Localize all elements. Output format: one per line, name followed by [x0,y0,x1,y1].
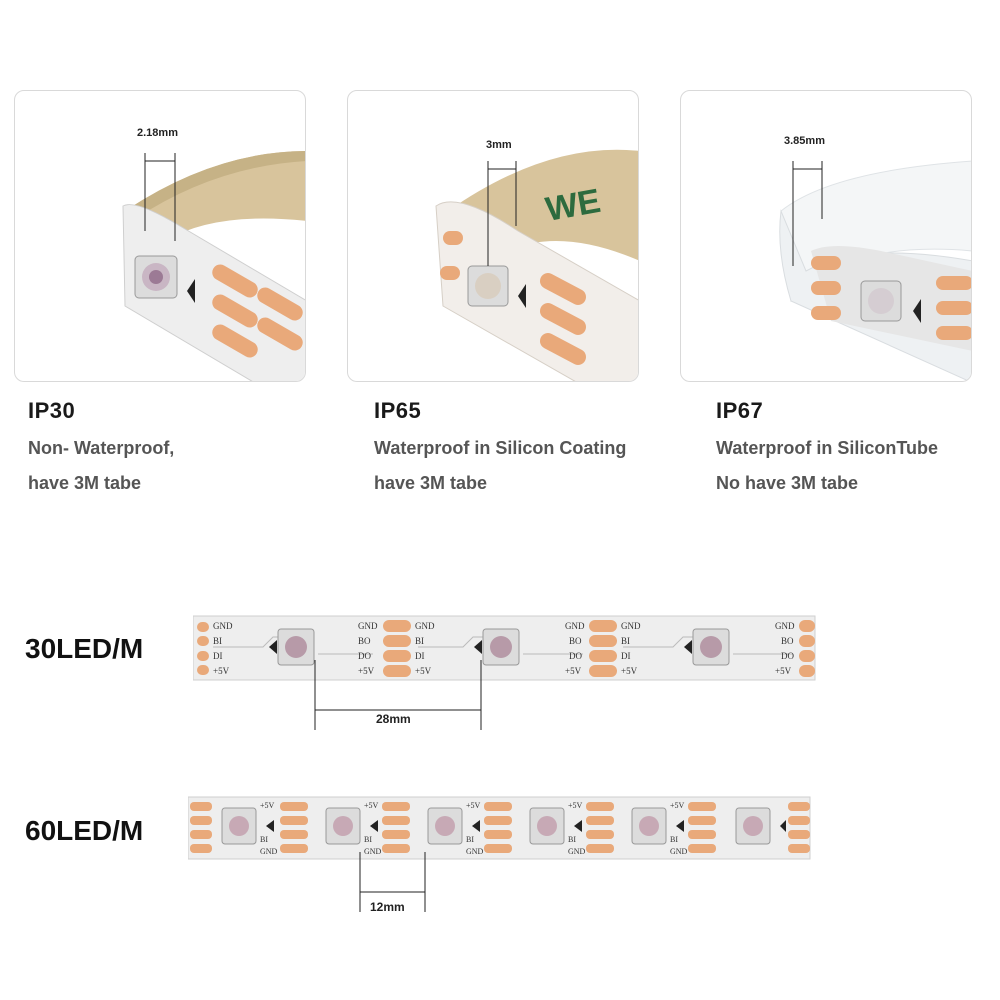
svg-text:+5V: +5V [415,666,432,676]
strip-30-illustration: GND BI DI +5V GND BO DO +5V GND BI DI +5V GND BO DO… [193,615,816,681]
svg-text:BI: BI [213,636,222,646]
ip65-strip-illustration: WE [435,149,638,381]
ip67-strip-illustration [779,160,971,381]
svg-text:+5V: +5V [670,801,685,810]
svg-text:BI: BI [364,835,372,844]
svg-text:DI: DI [415,651,425,661]
ip65-desc-line1: Waterproof in Silicon Coating [374,438,627,458]
svg-text:BI: BI [568,835,576,844]
svg-text:GND: GND [621,621,641,631]
svg-text:+5V: +5V [565,666,582,676]
svg-text:GND: GND [358,621,378,631]
thickness-label: 2.18mm [137,127,178,139]
svg-text:GND: GND [415,621,435,631]
svg-text:GND: GND [565,621,585,631]
ip67-image-card: 3.85mm [680,90,972,382]
svg-text:DO: DO [781,651,794,661]
svg-text:+5V: +5V [621,666,638,676]
svg-text:+5V: +5V [260,801,275,810]
ip30-title: IP30 [28,398,76,423]
ip65-image-card: WE 3mm [347,90,639,382]
spacing-60-label: 12mm [370,900,405,914]
svg-text:DO: DO [358,651,371,661]
svg-text:GND: GND [260,847,278,856]
ip30-desc-line1: Non- Waterproof, [28,438,175,458]
ip30-image-card: 2.18mm [14,90,306,382]
spacing-30-label: 28mm [376,712,411,726]
svg-text:+5V: +5V [364,801,379,810]
svg-text:DI: DI [621,651,631,661]
svg-text:GND: GND [670,847,688,856]
svg-text:DO: DO [569,651,582,661]
density-60-label: 60LED/M [25,815,144,846]
svg-text:GND: GND [568,847,586,856]
svg-text:+5V: +5V [466,801,481,810]
svg-text:BI: BI [621,636,630,646]
svg-text:GND: GND [775,621,795,631]
svg-text:GND: GND [466,847,484,856]
svg-text:BI: BI [466,835,474,844]
density-30-label: 30LED/M [25,633,144,664]
ip67-desc-line2: No have 3M tabe [716,473,859,493]
thickness-label: 3.85mm [784,135,825,147]
svg-text:BO: BO [781,636,794,646]
ip30-desc-line2: have 3M tabe [28,473,142,493]
svg-text:+5V: +5V [568,801,583,810]
strip-60-illustration: +5V BI GND +5V BI GND +5V BI GND +5V BI GND +5V B… [188,796,811,860]
svg-text:BO: BO [358,636,371,646]
spacing-60-measure [359,852,426,912]
ip65-desc-line2: have 3M tabe [374,473,488,493]
svg-text:+5V: +5V [213,666,230,676]
ip30-strip-illustration [122,151,305,381]
thickness-label: 3mm [486,139,512,151]
ip65-title: IP65 [374,398,422,423]
svg-text:GND: GND [213,621,233,631]
svg-text:BI: BI [260,835,268,844]
svg-text:BI: BI [670,835,678,844]
svg-text:GND: GND [364,847,382,856]
svg-text:+5V: +5V [775,666,792,676]
ip67-desc-line1: Waterproof in SiliconTube [716,438,938,458]
svg-text:BO: BO [569,636,582,646]
spacing-30-measure [314,660,482,730]
svg-text:+5V: +5V [358,666,375,676]
svg-text:DI: DI [213,651,223,661]
ip67-title: IP67 [716,398,764,423]
svg-text:BI: BI [415,636,424,646]
svg-text:WE: WE [543,182,604,229]
